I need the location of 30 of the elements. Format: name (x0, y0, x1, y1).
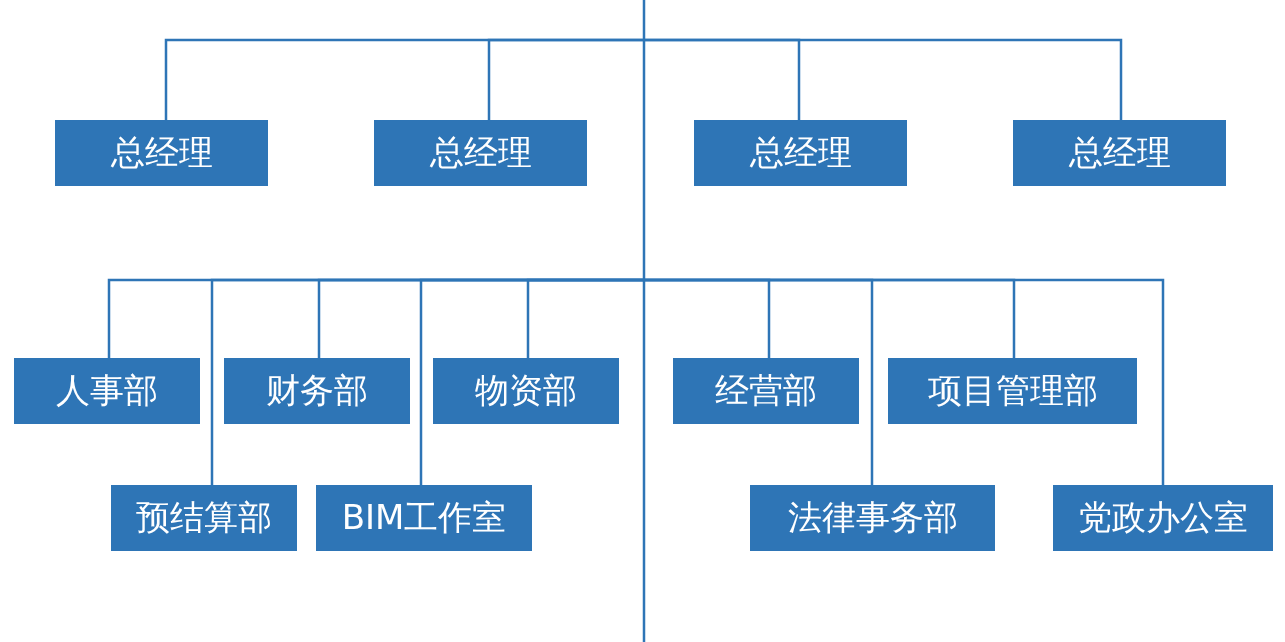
department-name: 法律事务部 (787, 496, 958, 539)
org-box (888, 358, 1137, 424)
connector-line (644, 278, 1165, 485)
org-box (750, 485, 995, 551)
org-box (1053, 485, 1273, 551)
department-name: 项目管理部 (927, 369, 1098, 412)
org-box (694, 120, 907, 186)
department-name: BIM工作室 (341, 496, 507, 539)
department-name: 预结算部 (136, 496, 272, 539)
connector-line (487, 38, 644, 120)
department-name: 总经理 (1068, 131, 1171, 174)
org-box (55, 120, 268, 186)
org-box (673, 358, 859, 424)
org-box (111, 485, 297, 551)
department-name: 物资部 (475, 369, 577, 412)
department-name: 总经理 (429, 131, 532, 174)
org-box (316, 485, 532, 551)
connector-line (644, 38, 1123, 120)
org-box (433, 358, 619, 424)
department-name: 经营部 (715, 369, 817, 412)
department-name: 总经理 (110, 131, 213, 174)
department-name: 财务部 (266, 369, 368, 412)
department-name: 人事部 (56, 369, 158, 412)
org-box (224, 358, 410, 424)
connector-line (419, 278, 644, 485)
org-box (14, 358, 200, 424)
org-box (1013, 120, 1226, 186)
department-name: 党政办公室 (1078, 496, 1248, 539)
org-box (374, 120, 587, 186)
department-name: 总经理 (749, 131, 852, 174)
